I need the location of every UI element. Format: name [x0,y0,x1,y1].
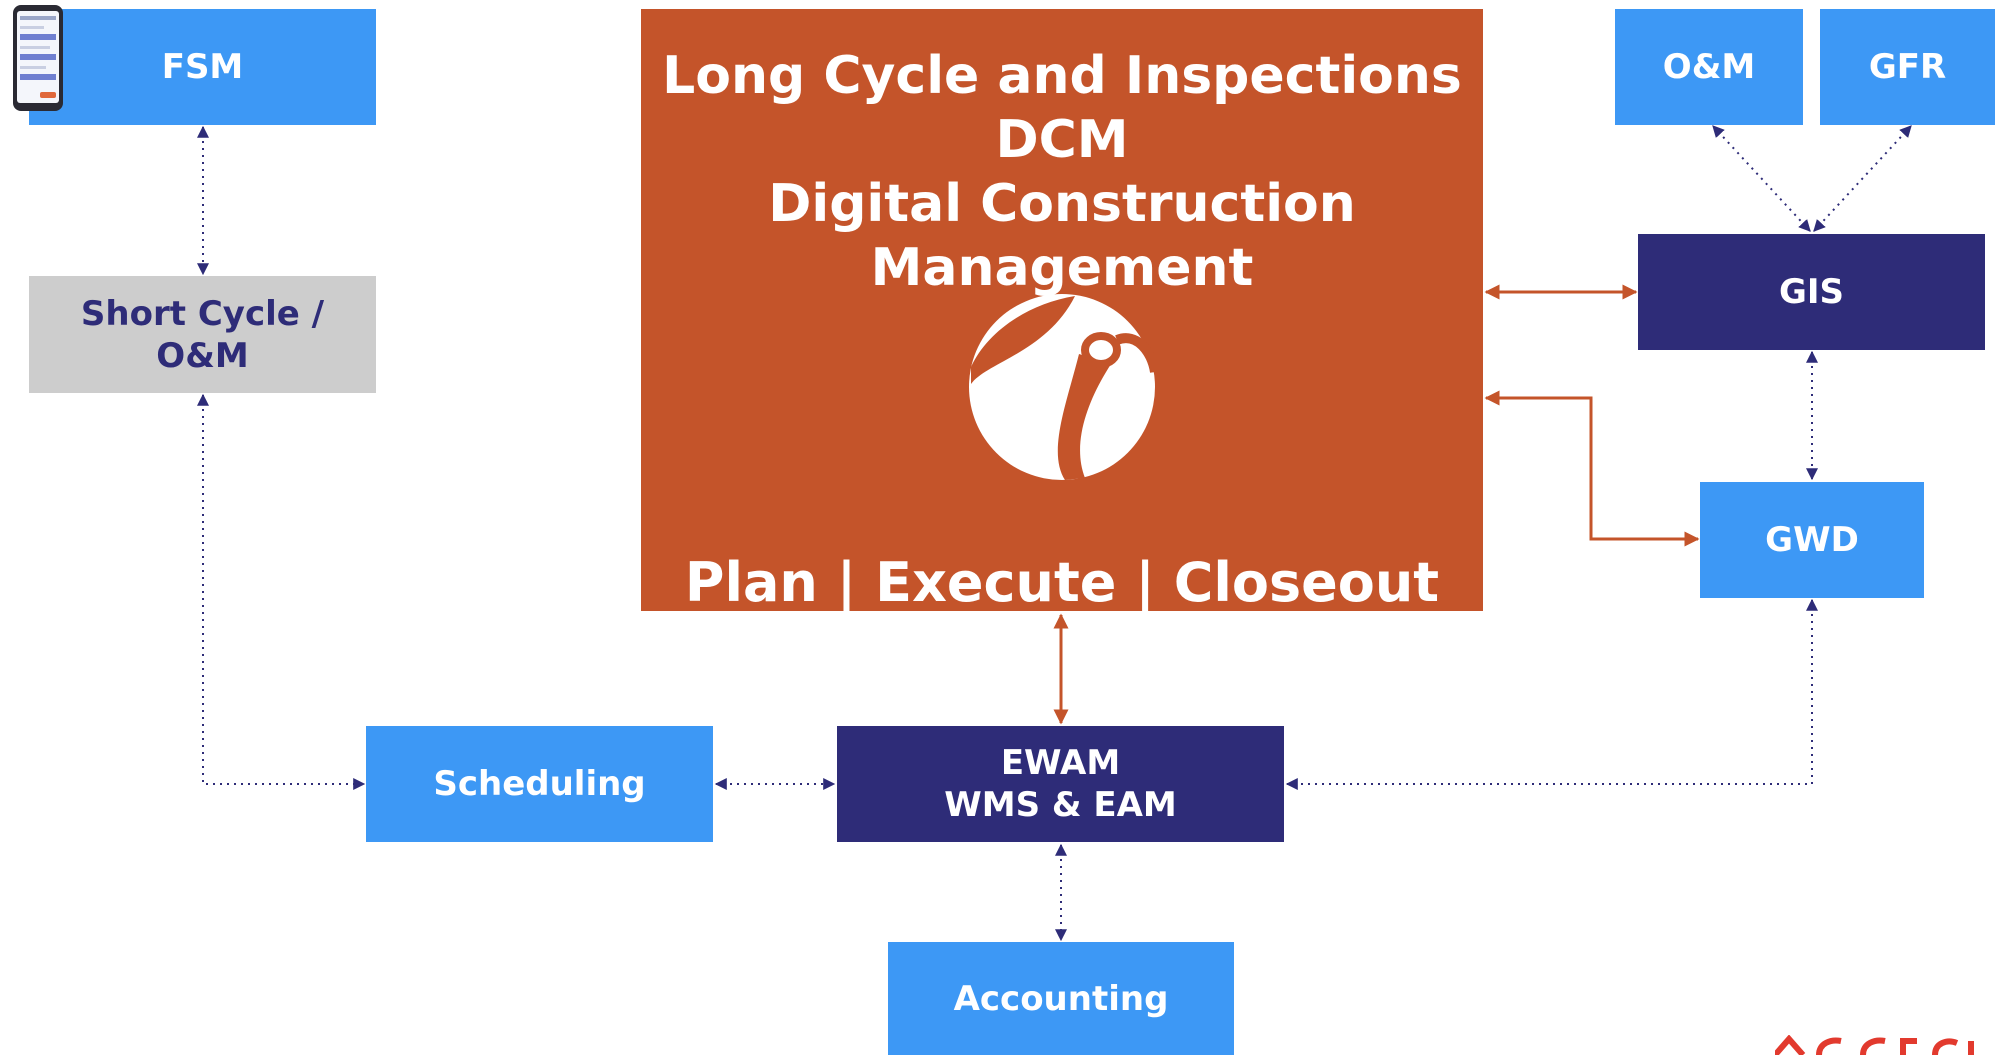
connector-gis-om [1712,125,1811,232]
gwd-label: GWD [1765,520,1859,560]
short-cycle-label-line1: Short Cycle / [80,293,325,334]
gfr-box: GFR [1820,9,1995,125]
ewam-box: EWAM WMS & EAM [837,726,1284,842]
dcm-title-line-1: Long Cycle and Inspections [662,46,1462,106]
accounting-box: Accounting [888,942,1234,1055]
om-label: O&M [1662,47,1756,87]
dcm-title-line-4: Management [870,238,1254,298]
fsm-label: FSM [161,47,244,87]
mobile-phone-icon [13,5,63,111]
gwd-box: GWD [1700,482,1924,598]
scheduling-box: Scheduling [366,726,713,842]
om-box: O&M [1615,9,1803,125]
helmet-logo-icon [969,294,1157,480]
ewam-label-line2: WMS & EAM [944,785,1177,825]
connector-shortcycle-scheduling [197,393,366,790]
dcm-title-line-2: DCM [995,110,1129,170]
connector-ewam-gwd [1285,598,1818,790]
short-cycle-box: Short Cycle / O&M [29,276,376,393]
dcm-subtitle: Plan | Execute | Closeout [684,551,1440,614]
dcm-title: Long Cycle and Inspections DCM Digital C… [641,44,1483,300]
short-cycle-label-line2: O&M [156,335,249,376]
scheduling-label: Scheduling [433,764,646,804]
connector-dcm-gwd [1484,390,1700,547]
brand-logo-fragment [1775,1035,1974,1055]
dcm-box: Long Cycle and Inspections DCM Digital C… [641,9,1483,614]
accounting-label: Accounting [953,978,1169,1019]
ewam-label-line1: EWAM [1000,743,1121,783]
dcm-title-line-3: Digital Construction [768,174,1356,234]
gfr-label: GFR [1868,47,1947,87]
gis-label: GIS [1778,272,1845,312]
gis-box: GIS [1638,234,1985,350]
connector-gis-gfr [1813,125,1912,232]
fsm-box: FSM [29,9,376,125]
